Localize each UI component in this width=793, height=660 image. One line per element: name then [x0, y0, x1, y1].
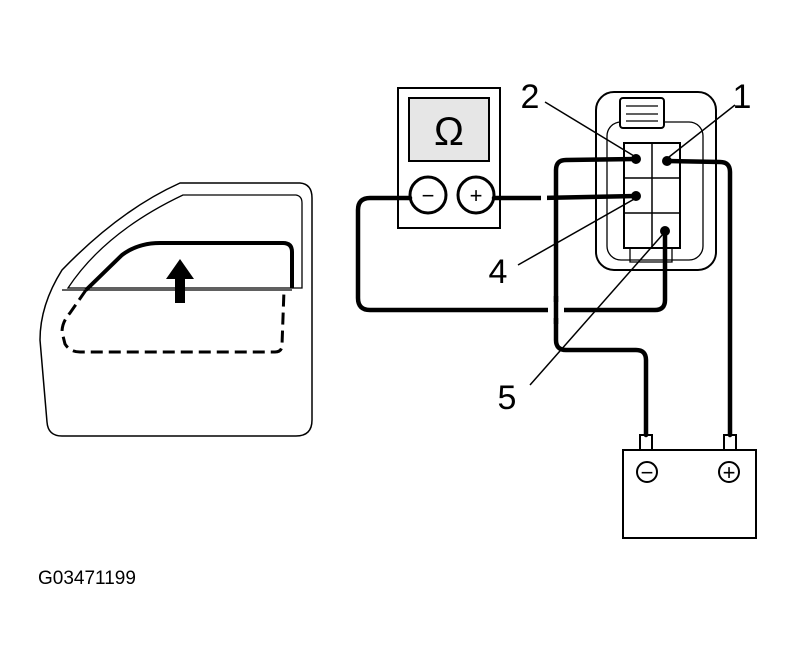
label-pin-2: 2	[521, 78, 540, 116]
wire-meter-negative-to-pin5	[355, 195, 668, 313]
ohm-symbol-icon: Ω	[434, 110, 464, 154]
battery-minus-sign: −	[641, 460, 654, 485]
battery	[622, 434, 757, 539]
wire-meter-positive-to-pin4	[491, 193, 639, 201]
ohmmeter-positive-terminal	[456, 175, 496, 215]
battery-plus-sign: +	[723, 460, 736, 485]
door-outline	[39, 182, 313, 437]
ohmmeter-screen	[408, 97, 490, 162]
window-glass-hidden-outline	[60, 289, 286, 354]
connector-lock-tab	[619, 97, 665, 129]
label-pin-5: 5	[498, 379, 517, 417]
ohmmeter-negative-terminal	[408, 175, 448, 215]
battery-negative-mark	[636, 461, 658, 483]
figure-code: G03471199	[38, 568, 136, 589]
switch-connector	[595, 91, 717, 271]
leader-lines	[517, 101, 736, 386]
wire-crossing-gap-top	[541, 190, 547, 206]
ohmmeter-plus-sign: +	[470, 183, 483, 208]
ohmmeter-minus-sign: −	[422, 183, 435, 208]
leader-1	[668, 104, 736, 158]
window-up-arrow-icon	[166, 259, 194, 303]
ohmmeter: Ω − +	[397, 87, 501, 229]
door-window-frame	[66, 194, 303, 289]
car-door	[39, 182, 313, 437]
wire-battery-negative-to-pin2	[553, 156, 649, 438]
leader-2	[544, 101, 635, 157]
leader-5	[529, 232, 665, 386]
window-glass-top-edge	[84, 241, 294, 292]
wires	[355, 156, 733, 438]
battery-positive-mark	[718, 461, 740, 483]
leader-4	[517, 197, 637, 266]
wire-battery-positive-to-pin1	[664, 158, 733, 438]
label-pin-1: 1	[733, 78, 752, 116]
label-pin-4: 4	[489, 253, 508, 291]
